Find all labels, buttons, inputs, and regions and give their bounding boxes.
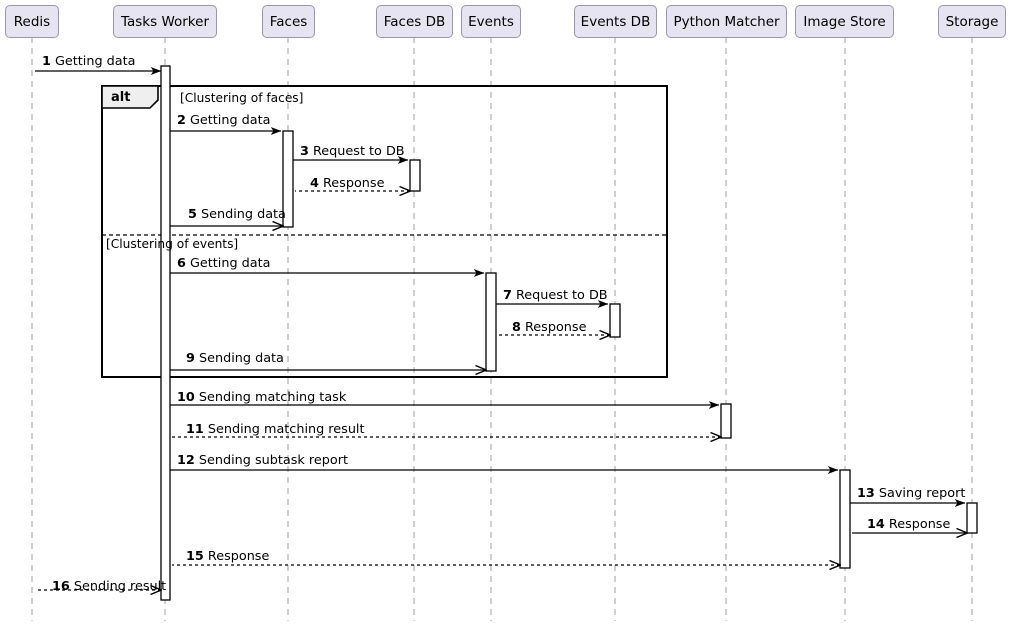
fragment-operator-label: alt [111, 89, 131, 105]
message-text: Sending data [200, 207, 286, 222]
participant-redis[interactable]: Redis [5, 5, 59, 38]
message-label-9: 9 Sending data [186, 352, 284, 366]
message-sequence-number: 16 [52, 579, 70, 594]
message-sequence-number: 6 [177, 256, 186, 271]
message-sequence-number: 12 [177, 453, 195, 468]
message-label-8: 8 Response [512, 321, 586, 335]
message-sequence-number: 15 [186, 549, 204, 564]
message-sequence-number: 11 [186, 422, 204, 437]
message-text: Saving report [878, 486, 966, 501]
activation-bar-python-matcher [720, 403, 732, 439]
messages-group [35, 67, 967, 590]
activation-bar-faces-db [409, 159, 421, 192]
message-text: Sending subtask report [198, 453, 348, 468]
message-label-6: 6 Getting data [177, 257, 271, 271]
message-text: Response [322, 176, 385, 191]
message-text: Sending matching task [198, 390, 347, 405]
message-text: Sending data [198, 351, 284, 366]
message-text: Sending matching result [207, 422, 365, 437]
message-sequence-number: 3 [300, 144, 309, 159]
message-text: Getting data [189, 256, 271, 271]
message-label-5: 5 Sending data [188, 208, 286, 222]
participant-events-db[interactable]: Events DB [574, 5, 657, 38]
fragments-group [101, 85, 668, 378]
activation-bar-image-store [839, 469, 851, 569]
activation-bar-faces [282, 130, 294, 228]
activation-bar-storage [966, 502, 978, 534]
message-sequence-number: 10 [177, 390, 195, 405]
activation-bar-tasks-worker [160, 65, 171, 601]
participant-image-store[interactable]: Image Store [795, 5, 894, 38]
participant-python-matcher[interactable]: Python Matcher [666, 5, 787, 38]
message-label-14: 14 Response [867, 518, 950, 532]
message-label-16: 16 Sending result [52, 580, 166, 594]
participant-storage[interactable]: Storage [938, 5, 1006, 38]
fragment-guard-condition: [Clustering of faces] [180, 91, 304, 105]
message-label-13: 13 Saving report [857, 487, 965, 501]
message-text: Getting data [54, 54, 136, 69]
activation-bar-events-db [609, 303, 621, 338]
message-text: Getting data [189, 113, 271, 128]
participant-tasks-worker[interactable]: Tasks Worker [113, 5, 217, 38]
message-label-7: 7 Request to DB [503, 289, 608, 303]
message-label-3: 3 Request to DB [300, 145, 405, 159]
message-text: Sending result [73, 579, 167, 594]
message-sequence-number: 14 [867, 517, 885, 532]
message-sequence-number: 4 [310, 176, 319, 191]
activation-bars-group [160, 65, 978, 601]
message-sequence-number: 13 [857, 486, 875, 501]
message-label-1: 1 Getting data [42, 55, 136, 69]
message-label-12: 12 Sending subtask report [177, 454, 348, 468]
participant-faces[interactable]: Faces [262, 5, 315, 38]
message-label-15: 15 Response [186, 550, 269, 564]
message-sequence-number: 5 [188, 207, 197, 222]
fragment-box-alt [101, 85, 668, 378]
message-label-4: 4 Response [310, 177, 384, 191]
message-sequence-number: 2 [177, 113, 186, 128]
participant-events[interactable]: Events [461, 5, 521, 38]
message-text: Request to DB [515, 288, 608, 303]
message-text: Response [524, 320, 587, 335]
lifelines-group [31, 37, 973, 621]
message-text: Response [888, 517, 951, 532]
message-label-10: 10 Sending matching task [177, 391, 346, 405]
message-label-2: 2 Getting data [177, 114, 271, 128]
fragment-guard-condition: [Clustering of events] [106, 237, 239, 251]
activation-bar-events [485, 272, 497, 372]
message-sequence-number: 1 [42, 54, 51, 69]
message-text: Response [207, 549, 270, 564]
message-text: Request to DB [312, 144, 405, 159]
message-sequence-number: 9 [186, 351, 195, 366]
message-sequence-number: 8 [512, 320, 521, 335]
message-sequence-number: 7 [503, 288, 512, 303]
participant-faces-db[interactable]: Faces DB [376, 5, 453, 38]
message-label-11: 11 Sending matching result [186, 423, 365, 437]
fragment-operator-tab [101, 85, 159, 109]
